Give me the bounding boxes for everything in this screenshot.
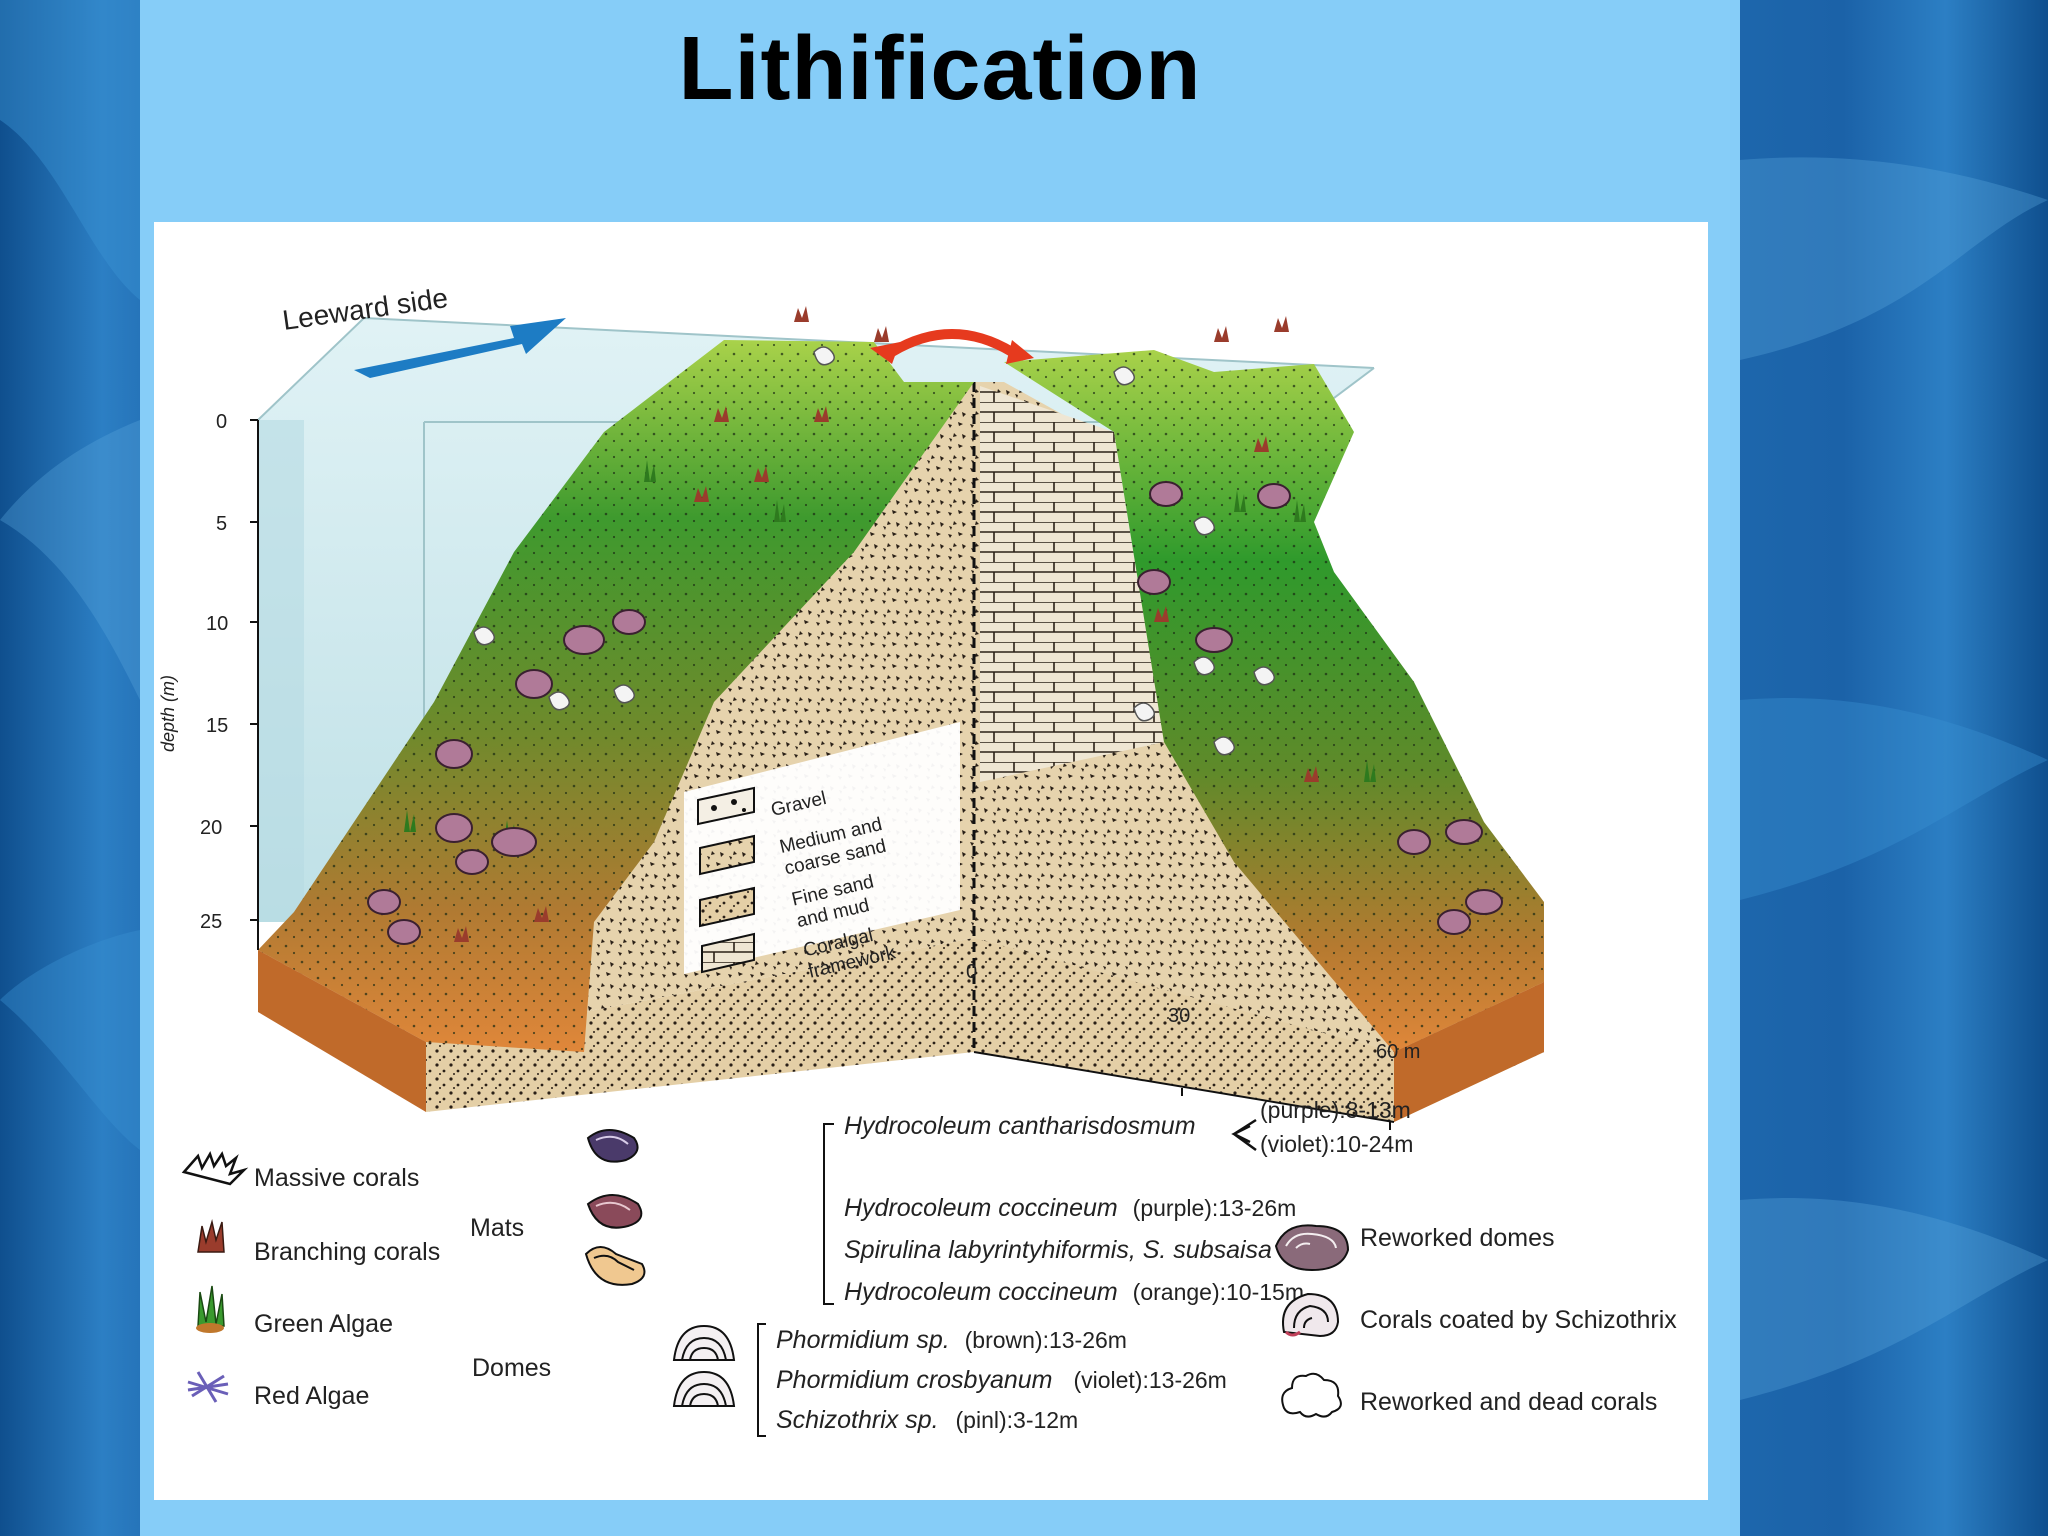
- legend-branching-corals: Branching corals: [254, 1238, 440, 1266]
- reef-block-diagram: Leeward side 0 5 10 15 20 25 depth (m): [158, 282, 1677, 1437]
- legend-h-coccineum-orange-info: (orange):10-15m: [1133, 1279, 1304, 1305]
- mat-purple-icon: [586, 1194, 643, 1229]
- dead-coral-icon: [1281, 1372, 1342, 1418]
- legend: Massive corals Branching corals Green Al…: [181, 1097, 1677, 1437]
- massive-coral-icon: [181, 1150, 249, 1186]
- sediment-key: Gravel Medium and coarse sand Fine sand …: [684, 722, 960, 983]
- legend-coated-corals: Corals coated by Schizothrix: [1360, 1306, 1677, 1334]
- depth-axis-label: depth (m): [158, 675, 178, 752]
- current-arrow-icon: [889, 329, 1015, 357]
- legend-schizothrix-info: (pinl):3-12m: [956, 1407, 1079, 1433]
- branching-coral-icon: [197, 1219, 225, 1253]
- reef-organisms: [367, 306, 1503, 945]
- legend-schizothrix-name: Schizothrix sp.: [776, 1406, 939, 1434]
- depth-tick-10: 10: [206, 613, 228, 635]
- legend-schizothrix: Schizothrix sp. (pinl):3-12m: [776, 1406, 1078, 1434]
- reworked-dome-icon: [1274, 1224, 1350, 1272]
- key-fine-sand-swatch: [699, 886, 755, 928]
- legend-phormidium-info: (brown):13-26m: [965, 1327, 1127, 1353]
- dome-violet-icon: [672, 1370, 736, 1407]
- green-algae-icon: [196, 1285, 225, 1333]
- legend-h-coccineum-purple-info: (purple):13-26m: [1133, 1195, 1297, 1221]
- distance-tick-60: 60 m: [1376, 1041, 1420, 1063]
- legend-massive-corals: Massive corals: [254, 1164, 419, 1192]
- legend-domes-label: Domes: [472, 1354, 551, 1382]
- depth-tick-15: 15: [206, 715, 228, 737]
- distance-tick-0: 0: [966, 961, 977, 983]
- legend-h-cantharisdosmum: Hydrocoleum cantharisdosmum: [844, 1112, 1196, 1140]
- legend-h-cantharisdosmum-violet: (violet):10-24m: [1260, 1131, 1413, 1157]
- depth-tick-20: 20: [200, 817, 222, 839]
- depth-tick-0: 0: [216, 411, 227, 433]
- reef-diagram-figure: Leeward side 0 5 10 15 20 25 depth (m): [154, 222, 1708, 1500]
- slide-title: Lithification: [678, 19, 1202, 119]
- coated-coral-icon: [1282, 1292, 1340, 1338]
- dome-brown-icon: [672, 1324, 736, 1361]
- key-framework-swatch: [701, 932, 755, 974]
- red-algae-icon: [187, 1371, 229, 1403]
- legend-h-coccineum-orange: Hydrocoleum coccineum (orange):10-15m: [844, 1278, 1304, 1306]
- depth-axis: 0 5 10 15 20 25 depth (m): [158, 411, 259, 950]
- legend-phormidium-name: Phormidium sp.: [776, 1326, 950, 1354]
- legend-p-crosbyanum: Phormidium crosbyanum (violet):13-26m: [776, 1366, 1227, 1394]
- legend-red-algae: Red Algae: [254, 1382, 369, 1410]
- legend-h-coccineum-purple: Hydrocoleum coccineum (purple):13-26m: [844, 1194, 1296, 1222]
- mat-violet-icon: [586, 1129, 639, 1163]
- legend-p-crosbyanum-info: (violet):13-26m: [1073, 1367, 1226, 1393]
- distance-tick-30: 30: [1168, 1005, 1190, 1027]
- legend-phormidium: Phormidium sp. (brown):13-26m: [776, 1326, 1127, 1354]
- legend-h-coccineum-orange-name: Hydrocoleum coccineum: [844, 1278, 1118, 1306]
- depth-tick-5: 5: [216, 513, 227, 535]
- distance-axis: 0 30 60 m: [966, 961, 1420, 1130]
- legend-dead-corals: Reworked and dead corals: [1360, 1388, 1657, 1416]
- leeward-arrow-icon: [354, 318, 566, 378]
- legend-green-algae: Green Algae: [254, 1310, 393, 1338]
- depth-tick-25: 25: [200, 911, 222, 933]
- legend-h-cantharisdosmum-purple: (purple):8-13m: [1260, 1097, 1411, 1123]
- legend-mats-label: Mats: [470, 1214, 524, 1242]
- mat-orange-icon: [584, 1246, 646, 1286]
- key-gravel-swatch: [697, 786, 755, 826]
- legend-reworked-domes: Reworked domes: [1360, 1224, 1555, 1252]
- legend-spirulina: Spirulina labyrintyhiformis, S. subsaisa: [844, 1236, 1272, 1264]
- split-arrow-icon: [1231, 1118, 1257, 1152]
- key-coarse-sand-swatch: [699, 834, 755, 876]
- legend-p-crosbyanum-name: Phormidium crosbyanum: [776, 1366, 1053, 1394]
- right-reef-slope: [1004, 350, 1544, 1122]
- legend-h-coccineum-purple-name: Hydrocoleum coccineum: [844, 1194, 1118, 1222]
